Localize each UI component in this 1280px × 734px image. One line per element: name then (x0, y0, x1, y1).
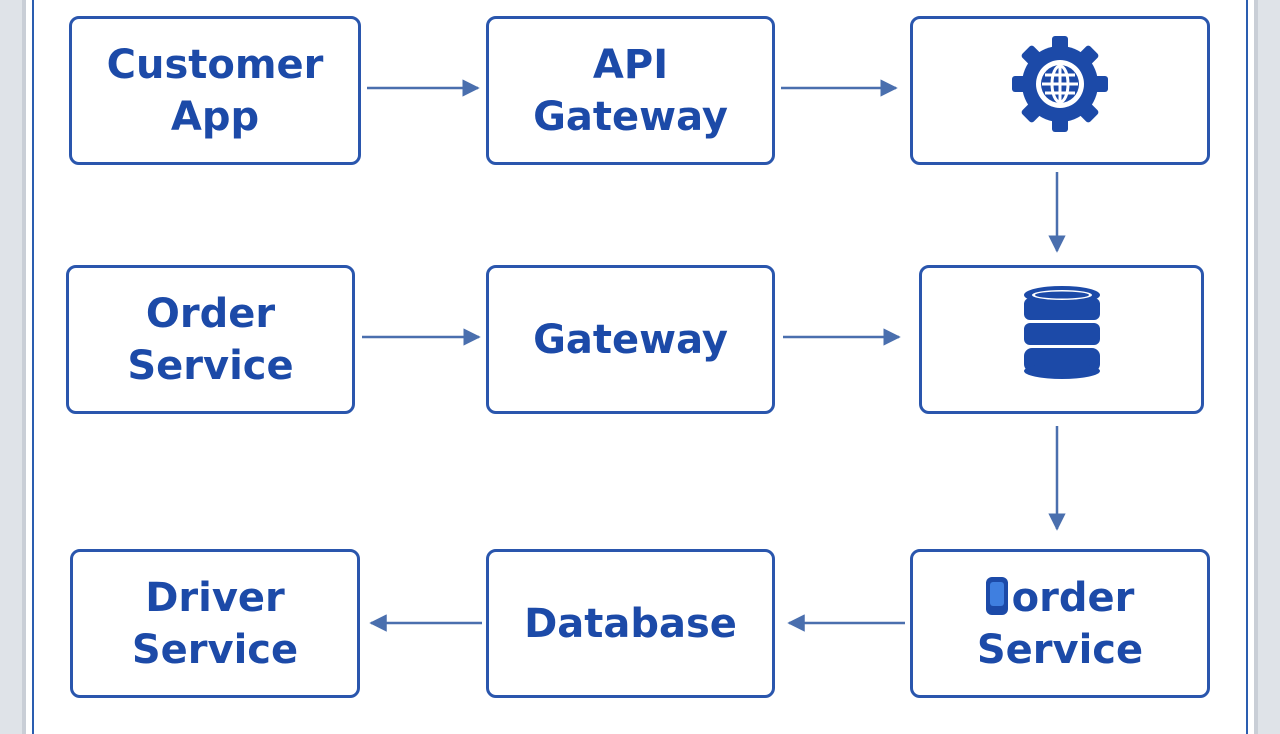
node-label-line: Service (127, 342, 294, 389)
node-api-gateway[interactable]: API Gateway (486, 16, 775, 165)
node-label-line: order (977, 572, 1143, 624)
node-label-text: order (1011, 574, 1135, 621)
node-label-line: Customer (106, 41, 324, 88)
phone-icon (985, 576, 1008, 615)
node-label-line: Order (145, 290, 276, 337)
node-label-line: Service (131, 626, 299, 673)
node-label-line: Database (524, 600, 737, 647)
node-gear-globe[interactable] (910, 16, 1210, 165)
node-database-icon[interactable] (919, 265, 1204, 414)
database-icon (1020, 285, 1104, 394)
node-label-line: API (592, 41, 669, 88)
node-gateway[interactable]: Gateway (486, 265, 775, 414)
node-label-line: Gateway (533, 316, 728, 363)
node-database[interactable]: Database (486, 549, 775, 698)
node-label-line: Gateway (533, 93, 728, 140)
node-order-service-left[interactable]: Order Service (66, 265, 355, 414)
canvas-border (32, 0, 1248, 734)
node-label-line: Service (976, 626, 1144, 673)
node-label-line: App (170, 93, 260, 140)
node-label-line: Driver (145, 574, 285, 621)
node-customer-app[interactable]: Customer App (69, 16, 361, 165)
node-order-service-right[interactable]: order Service (910, 549, 1210, 698)
gear-globe-icon (1010, 34, 1110, 147)
node-driver-service[interactable]: Driver Service (70, 549, 360, 698)
